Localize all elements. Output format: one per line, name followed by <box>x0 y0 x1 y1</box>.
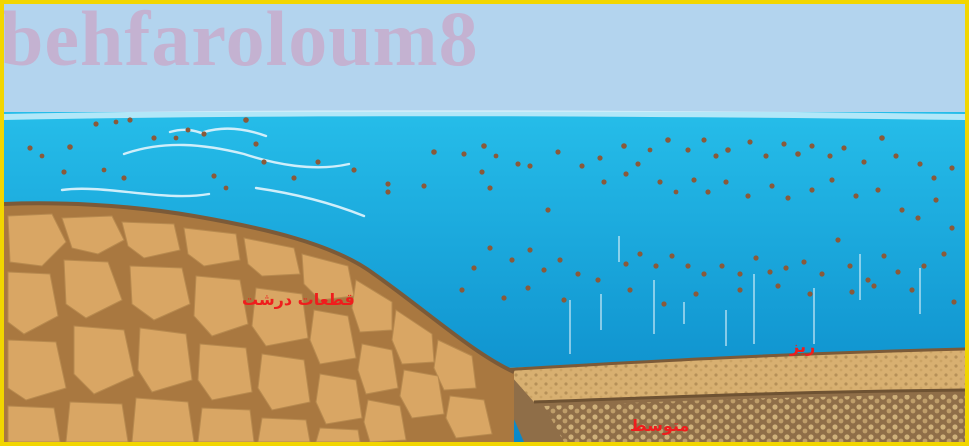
lake-bed-line <box>498 347 965 372</box>
sediment-divider <box>533 388 965 404</box>
watermark: behfaroloum8 <box>0 0 479 82</box>
sky <box>4 4 965 116</box>
medium-particles-label: متوسط <box>630 416 690 435</box>
rocky-shore <box>4 201 515 442</box>
settling-streaks <box>569 236 921 354</box>
suspended-particles <box>27 117 957 307</box>
water-surface-highlight <box>4 110 965 120</box>
coarse-fragments-label: قطعات درشت <box>242 290 355 309</box>
sediment-medium-texture <box>544 394 965 442</box>
fine-particles-label: ریز <box>790 337 816 356</box>
sedimentation-scene <box>4 4 965 442</box>
